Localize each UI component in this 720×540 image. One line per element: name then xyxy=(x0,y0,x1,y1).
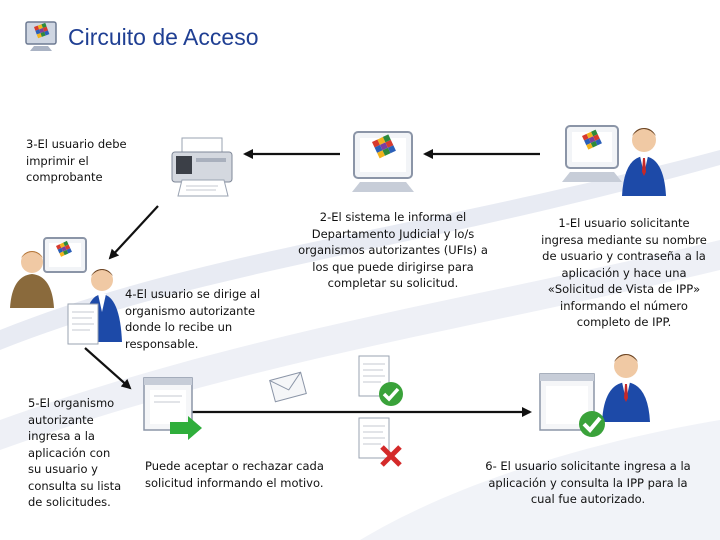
app-logo-icon xyxy=(25,21,57,51)
authorizing-office-icon xyxy=(10,237,122,345)
printer-icon xyxy=(171,137,233,197)
arrow-print-to-office xyxy=(108,205,159,260)
decision-text: Puede aceptar o rechazar cada solicitud … xyxy=(145,459,324,490)
step-4-text: 4-El usuario se dirige al organismo auto… xyxy=(125,287,261,351)
step-2-text: 2-El sistema le informa el Departamento … xyxy=(298,210,488,290)
step-6-text: 6- El usuario solicitante ingresa a la a… xyxy=(485,459,691,506)
step-3-text: 3-El usuario debe imprimir el comprobant… xyxy=(26,137,127,184)
rejected-document-icon xyxy=(358,417,402,467)
approved-document-icon xyxy=(358,355,403,406)
envelope-icon xyxy=(269,371,307,403)
application-window-icon xyxy=(143,377,202,440)
step-1-text: 1-El usuario solicitante ingresa mediant… xyxy=(541,216,707,329)
page-title: Circuito de Acceso xyxy=(68,24,259,50)
user-computer-icon xyxy=(562,125,666,196)
user-authorized-icon xyxy=(539,354,650,437)
system-computer-icon xyxy=(352,131,414,192)
step-5-text: 5-El organismo autorizante ingresa a la … xyxy=(28,396,122,509)
arrow-office-to-app xyxy=(84,347,132,390)
